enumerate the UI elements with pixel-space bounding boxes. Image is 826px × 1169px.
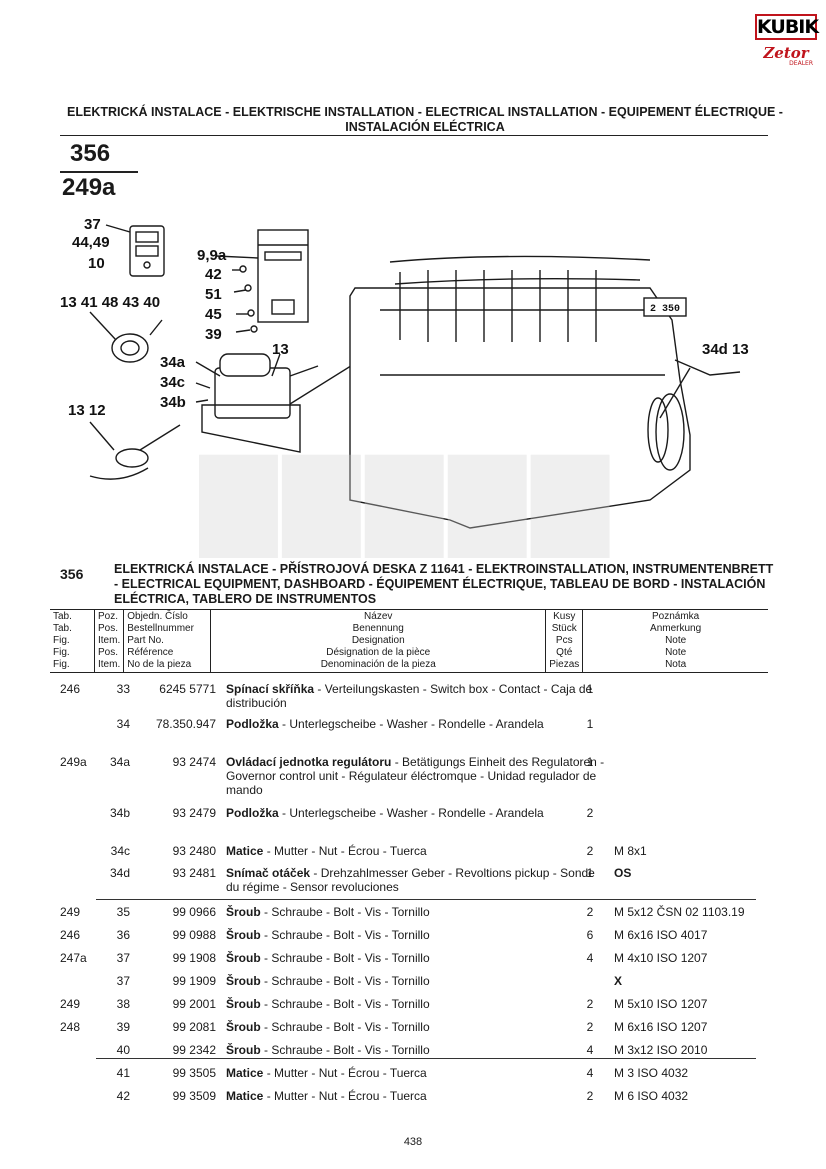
section-title: ELEKTRICKÁ INSTALACE - PŘÍSTROJOVÁ DESKA…: [114, 562, 774, 606]
callout-51: 51: [205, 286, 222, 303]
callout-13: 13: [272, 341, 289, 358]
callout-34d-13: 34d 13: [702, 341, 749, 358]
row-divider: [96, 899, 756, 900]
injector-pipes: [389, 255, 651, 342]
title-divider: [60, 135, 768, 136]
callout-34c: 34c: [160, 374, 185, 391]
logo-brand: KUBIK: [755, 14, 819, 40]
callout-37: 37: [84, 216, 101, 233]
callout-42: 42: [205, 266, 222, 283]
logo-dealer: DEALER: [789, 60, 813, 67]
header-tab: Tab.Tab.Fig.Fig.Fig.: [50, 609, 95, 673]
callout-34a: 34a: [160, 354, 186, 371]
control-box-part: [257, 229, 309, 323]
figure-number-primary: 356: [70, 140, 111, 167]
page-number: 438: [403, 1136, 423, 1148]
callout-9-9a: 9,9a: [197, 247, 227, 264]
callout-44-49: 44,49: [72, 234, 110, 251]
exploded-parts-diagram: 37 44,49 10 9,9a 42 51 45 39 13 41 48 43…: [60, 216, 749, 529]
figure-number-secondary: 249a: [62, 174, 116, 201]
sensor-part: [115, 448, 149, 468]
logo-sub: Zetor: [763, 44, 809, 62]
kubik-zetor-logo: KUBIK Zetor DEALER: [755, 14, 819, 74]
page-title: ELEKTRICKÁ INSTALACE - ELEKTRISCHE INSTA…: [67, 105, 783, 134]
figure-number-divider: [60, 171, 138, 173]
callout-10: 10: [88, 255, 105, 272]
callout-13-12: 13 12: [68, 402, 106, 419]
callout-39: 39: [205, 326, 222, 343]
callout-13-41-48-43-40: 13 41 48 43 40: [60, 294, 160, 311]
connector-part: [111, 333, 149, 363]
row-divider: [96, 1058, 756, 1059]
parts-table-header: Tab.Tab.Fig.Fig.Fig. Poz.Pos.Item.Pos.It…: [50, 609, 768, 673]
header-poz: Poz.Pos.Item.Pos.Item.: [93, 609, 124, 673]
callout-34b: 34b: [160, 394, 186, 411]
watermark-logo: ▇▇▇▇▇: [200, 440, 615, 557]
section-number: 356: [60, 566, 84, 582]
switch-panel-part: [129, 225, 165, 277]
callout-2350: 2 350: [650, 304, 680, 315]
callout-45: 45: [205, 306, 222, 323]
